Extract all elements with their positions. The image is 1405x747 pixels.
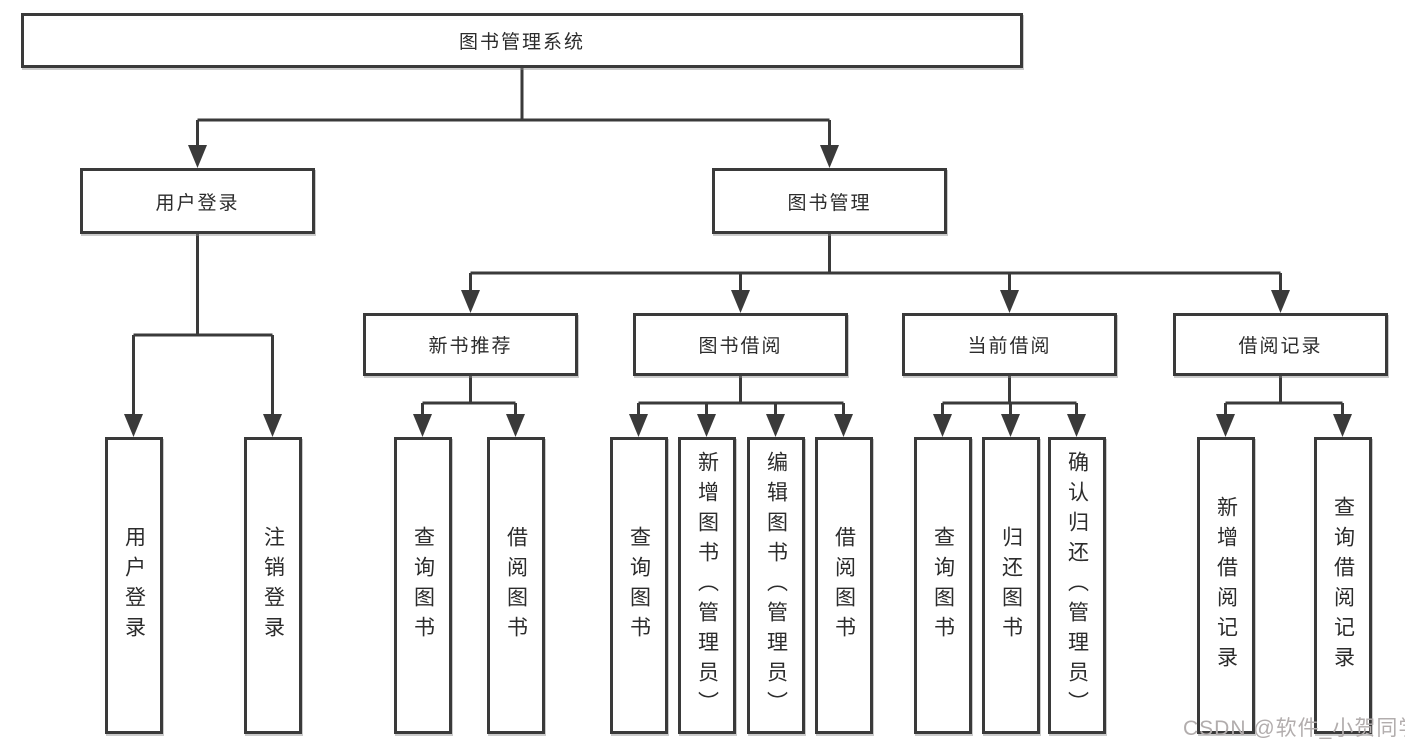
- leaf-return-books: 归还图书: [982, 437, 1040, 734]
- leaf-borrow-books-label: 借阅图书: [832, 525, 856, 646]
- leaf-borrow-books-recommend-label: 借阅图书: [504, 525, 528, 646]
- node-current-borrowing: 当前借阅: [902, 313, 1117, 376]
- leaf-query-books-current-label: 查询图书: [931, 525, 955, 646]
- leaf-query-books-borrow: 查询图书: [610, 437, 668, 734]
- leaf-user-login: 用户登录: [105, 437, 163, 734]
- leaf-query-books-recommend-label: 查询图书: [411, 525, 435, 646]
- leaf-edit-books-admin-label: 编辑图书（管理员）: [764, 450, 788, 721]
- leaf-edit-books-admin: 编辑图书（管理员）: [747, 437, 805, 734]
- leaf-confirm-return-admin-label: 确认归还（管理员）: [1065, 450, 1089, 721]
- leaf-borrow-books: 借阅图书: [815, 437, 873, 734]
- node-book-borrowing: 图书借阅: [633, 313, 848, 376]
- leaf-add-books-admin-label: 新增图书（管理员）: [695, 450, 719, 721]
- leaf-query-borrow-record-label: 查询借阅记录: [1331, 495, 1355, 676]
- leaf-borrow-books-recommend: 借阅图书: [487, 437, 545, 734]
- node-library-system: 图书管理系统: [21, 13, 1023, 68]
- leaf-query-books-recommend: 查询图书: [394, 437, 452, 734]
- leaf-logout: 注销登录: [244, 437, 302, 734]
- leaf-query-borrow-record: 查询借阅记录: [1314, 437, 1372, 734]
- leaf-query-books-borrow-label: 查询图书: [627, 525, 651, 646]
- leaf-logout-label: 注销登录: [261, 525, 285, 646]
- node-book-management: 图书管理: [712, 168, 947, 234]
- leaf-confirm-return-admin: 确认归还（管理员）: [1048, 437, 1106, 734]
- leaf-add-borrow-record: 新增借阅记录: [1197, 437, 1255, 734]
- leaf-add-borrow-record-label: 新增借阅记录: [1214, 495, 1238, 676]
- node-new-book-recommendation: 新书推荐: [363, 313, 578, 376]
- csdn-watermark: CSDN @软件_小贺同学: [1183, 717, 1405, 740]
- node-user-login: 用户登录: [80, 168, 315, 234]
- leaf-query-books-current: 查询图书: [914, 437, 972, 734]
- node-borrowing-records: 借阅记录: [1173, 313, 1388, 376]
- leaf-return-books-label: 归还图书: [999, 525, 1023, 646]
- leaf-user-login-label: 用户登录: [122, 525, 146, 646]
- leaf-add-books-admin: 新增图书（管理员）: [678, 437, 736, 734]
